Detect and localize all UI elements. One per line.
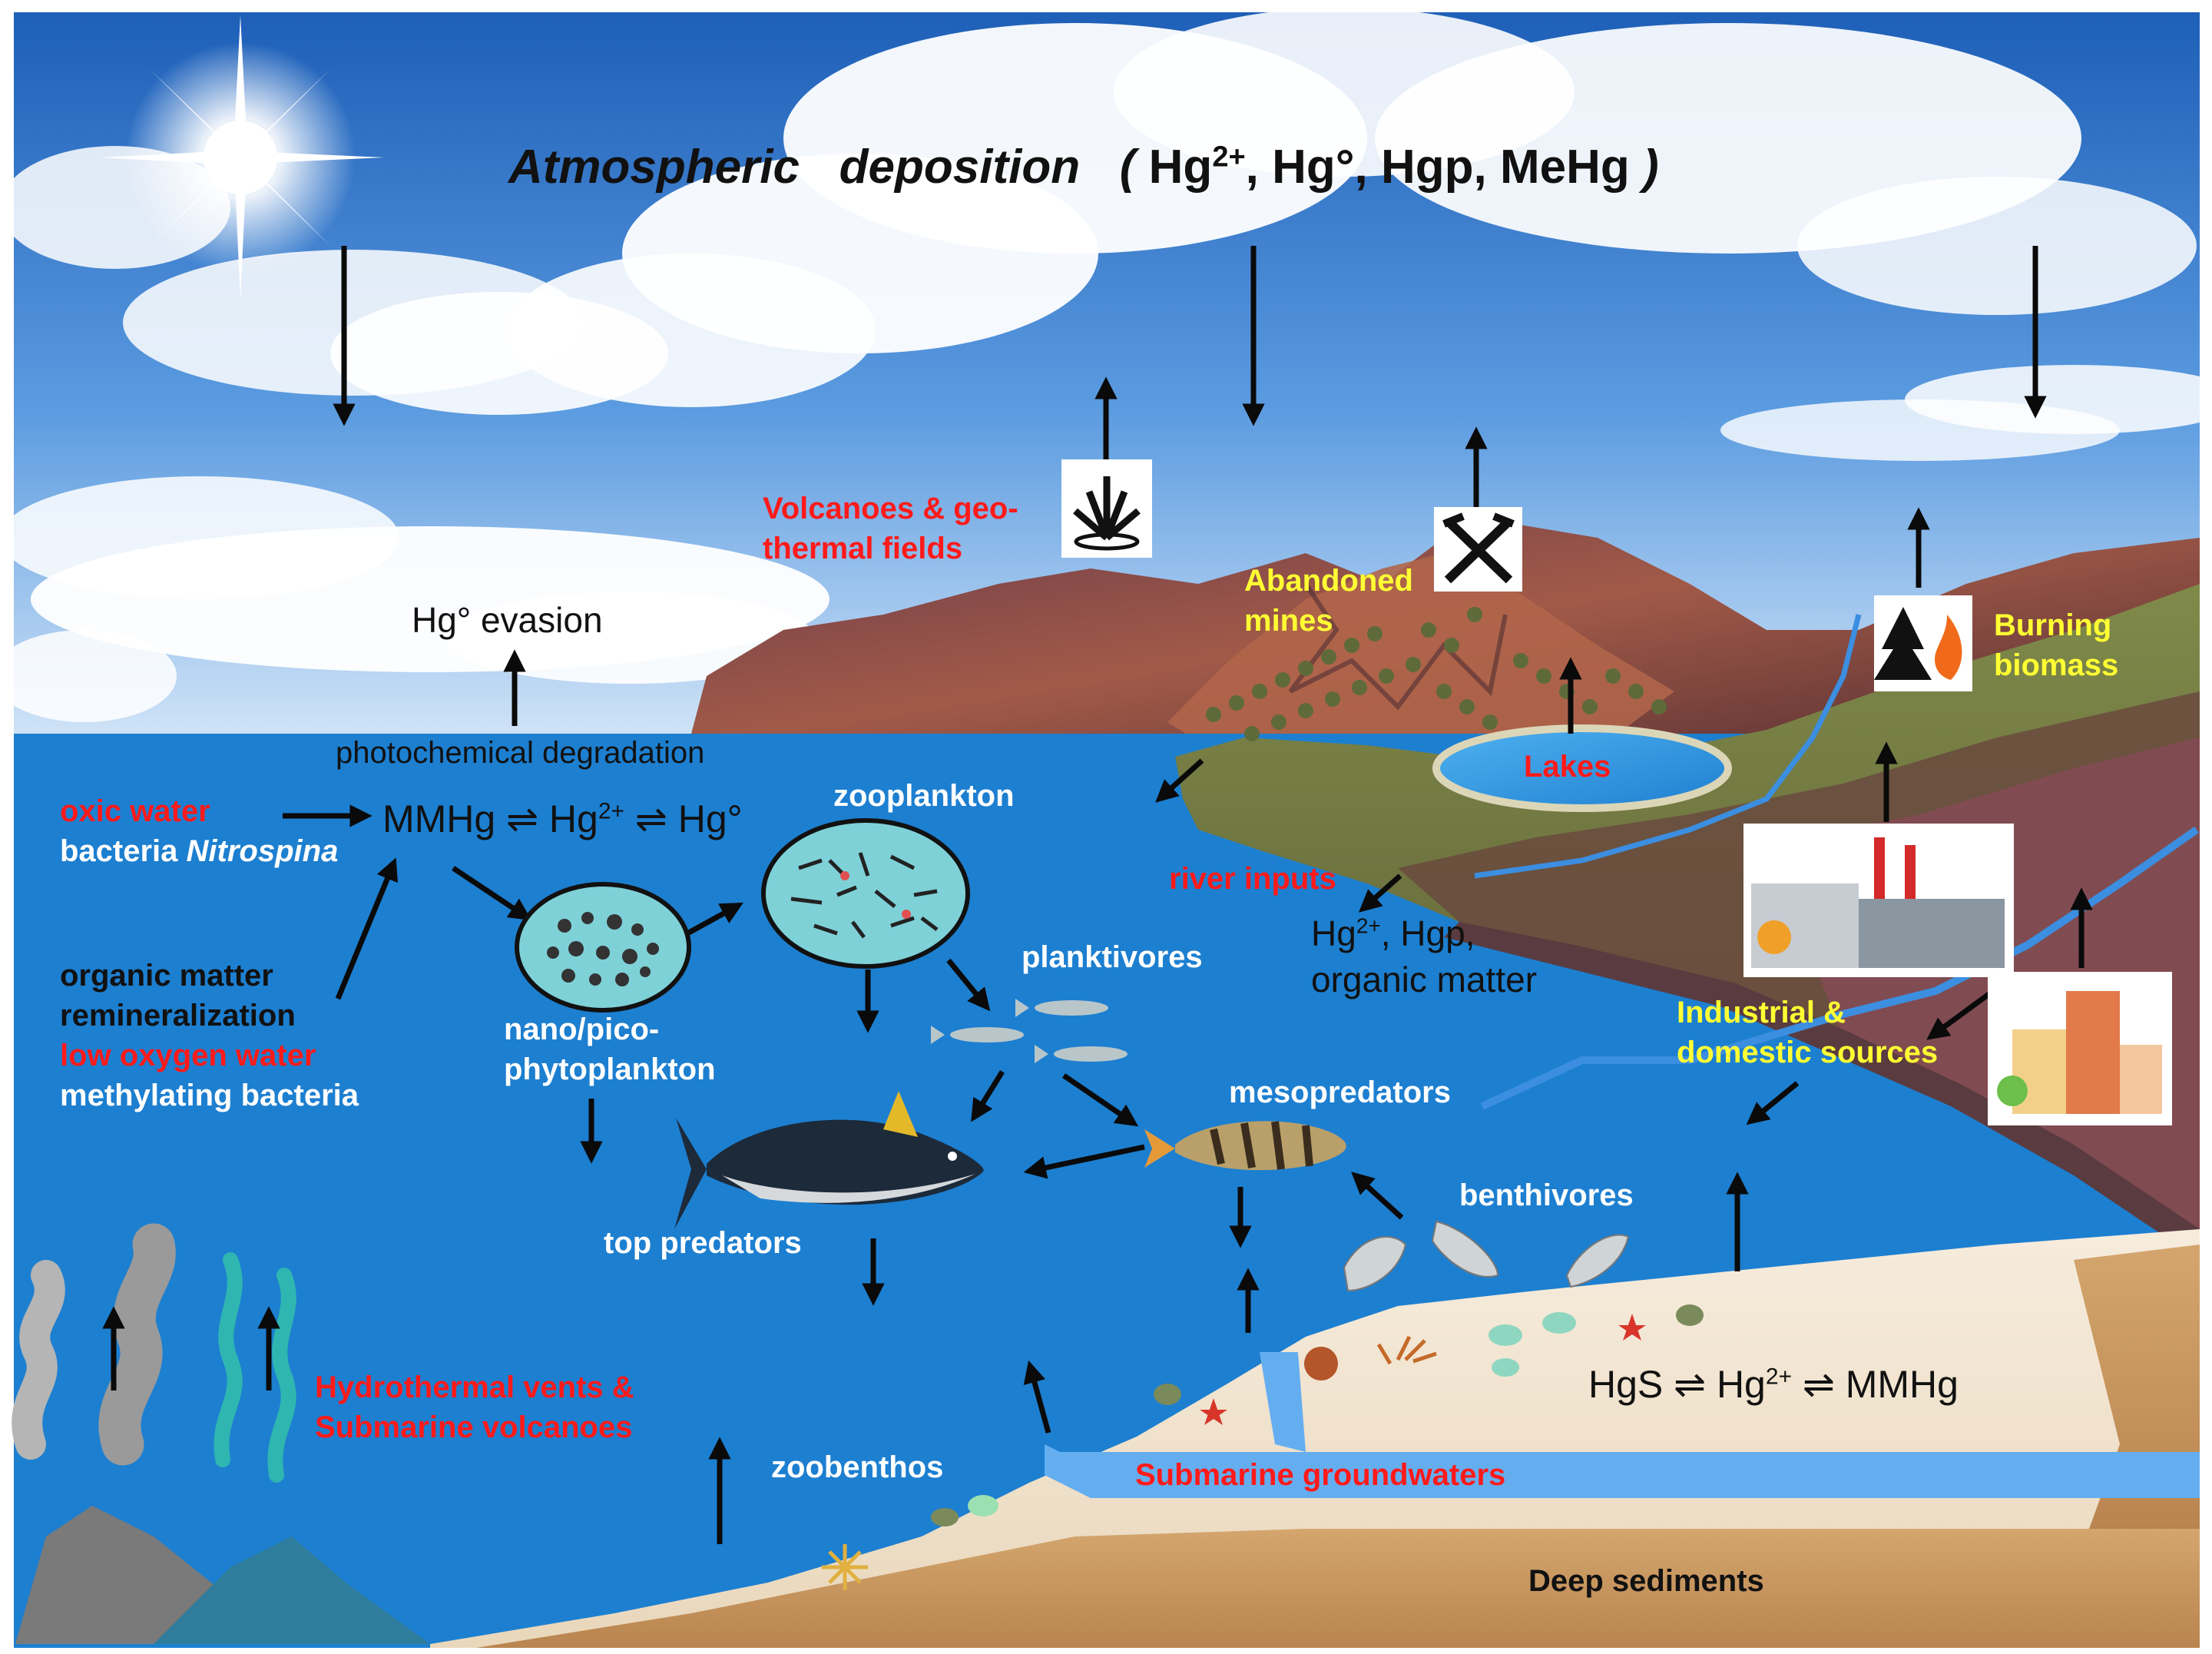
sediment-equation: HgS ⇌ Hg2+ ⇌ MMHg (1588, 1360, 1959, 1410)
volcanoes-line1: Volcanoes & geo- (763, 492, 1018, 525)
river-species-line2: organic matter (1311, 959, 1538, 999)
evasion-label: Hg° evasion (412, 600, 603, 640)
benthivores-label: benthivores (1459, 1178, 1634, 1212)
water-eq-a: MMHg ⇌ Hg (382, 797, 598, 840)
water-equation: MMHg ⇌ Hg2+ ⇌ Hg° (382, 794, 743, 844)
mines-line2: mines (1244, 604, 1333, 638)
biomass-line2: biomass (1994, 648, 2119, 682)
mine-pickaxe-icon (1434, 507, 1522, 592)
mmhg-to-phyto-arrow (452, 866, 532, 921)
factory-icon (1743, 824, 2014, 977)
geyser-icon (1061, 459, 1152, 558)
biomass-line1: Burning (1994, 608, 2112, 642)
burning-tree-icon (1874, 595, 1972, 691)
remineralization-arrow (335, 857, 398, 1000)
industrial-line2: domestic sources (1677, 1036, 1939, 1069)
zooplankton-label: zooplankton (833, 779, 1015, 813)
title-species-rest: , Hg°, Hgp, MeHg (1245, 141, 1630, 194)
hydrothermal-line1: Hydrothermal vents & (315, 1371, 634, 1404)
phytoplankton-icon (515, 882, 691, 1013)
river-outflow-arrow (1155, 758, 1204, 803)
clouds (0, 8, 2212, 722)
phyto-line1: nano/pico- (504, 1013, 660, 1046)
sediment-eq-sup: 2+ (1765, 1364, 1793, 1390)
industrial-to-sea-arrow (1926, 989, 1995, 1040)
river-inputs-label: river inputs (1169, 862, 1336, 896)
benthivore-fish (1343, 1220, 1630, 1292)
mines-line1: Abandoned (1244, 564, 1413, 598)
low-oxygen-label: low oxygen water (60, 1039, 316, 1072)
benthivores-to-meso-arrow (1351, 1172, 1404, 1220)
phyto-line2: phytoplankton (504, 1052, 716, 1086)
bacteria-prefix: bacteria (60, 834, 187, 868)
industrial-label: Industrial & domestic sources (1677, 993, 1938, 1072)
oxic-water-label: oxic water (60, 794, 210, 828)
river-input-arrow (1358, 873, 1402, 913)
hydrothermal-label: Hydrothermal vents & Submarine volcanoes (315, 1367, 634, 1447)
phyto-to-zoo-arrow (686, 902, 743, 936)
groundwater-channel (1045, 1444, 2200, 1498)
title-species-sup: 2+ (1212, 141, 1246, 174)
river-species-label: Hg2+, Hgp, organic matter (1311, 911, 1537, 1003)
domestic-to-sea-arrow (1746, 1081, 1800, 1125)
planktivore-fish (931, 999, 1128, 1063)
biomass-label: Burning biomass (1994, 605, 2118, 685)
water-eq-sup: 2+ (598, 798, 625, 824)
river-upper (1474, 614, 1862, 879)
submarine-volcanoes (12, 1223, 430, 1644)
lake (1432, 724, 1732, 812)
river-species-sup: 2+ (1356, 913, 1381, 938)
mines-label: Abandoned mines (1244, 561, 1413, 641)
fish-icon (674, 1091, 984, 1229)
river-species-line1: Hg2+, Hgp, (1311, 911, 1537, 957)
bacteria-name: Nitrospina (186, 834, 339, 868)
mesopredators-label: mesopredators (1229, 1076, 1451, 1109)
sun-icon (100, 15, 384, 300)
photochem-label: photochemical degradation (336, 736, 705, 770)
title-close-paren: ) (1642, 141, 1659, 194)
methylating-label: methylating bacteria (60, 1079, 359, 1112)
remin-line1: organic matter (60, 959, 273, 993)
water-eq-b: ⇌ Hg° (624, 797, 743, 840)
benthos-creatures (822, 1304, 1704, 1590)
planktivores-label: planktivores (1022, 940, 1203, 974)
volcanoes-line2: thermal fields (763, 532, 963, 565)
flux-arrows (102, 246, 2093, 1544)
groundwater-seep (1260, 1352, 1306, 1452)
groundwaters-label: Submarine groundwaters (1135, 1458, 1506, 1492)
title-italic-2: deposition (839, 141, 1081, 194)
zooplankton-icon (761, 818, 970, 969)
meso-to-top-arrow (1023, 1144, 1145, 1179)
mine-terraces (1206, 607, 1667, 741)
title-open-paren: ( (1119, 141, 1136, 194)
remineralization-label: organic matter remineralization (60, 956, 296, 1036)
title-italic-1: Atmospheric (508, 141, 800, 194)
zoo-to-planktivores-arrow (946, 958, 991, 1012)
lakes-label: Lakes (1524, 750, 1611, 784)
title-species-hg: Hg (1148, 141, 1213, 194)
planktivores-to-top-arrow (971, 1070, 1005, 1122)
bacteria-label: bacteria Nitrospina (60, 831, 338, 871)
deep-sediment-layer (476, 1529, 2200, 1648)
remin-line2: remineralization (60, 999, 296, 1033)
zoobenthos-label: zoobenthos (771, 1450, 944, 1484)
river-species-rest: , Hgp, (1380, 913, 1475, 953)
top-predators-label: top predators (604, 1226, 802, 1260)
mesopredator-fish (1144, 1121, 1346, 1171)
sediment-eq-b: ⇌ MMHg (1792, 1363, 1959, 1406)
phytoplankton-label: nano/pico- phytoplankton (504, 1009, 716, 1089)
river-species-hg: Hg (1311, 913, 1356, 953)
industrial-line1: Industrial & (1677, 996, 1846, 1029)
houses-icon (1988, 972, 2172, 1125)
planktivores-to-meso-arrow (1062, 1073, 1139, 1127)
volcanoes-label: Volcanoes & geo- thermal fields (763, 489, 1018, 568)
page-title: Atmospheric deposition ( Hg2+, Hg°, Hgp,… (508, 137, 1659, 199)
groundwater-up-arrow (1023, 1360, 1051, 1434)
deep-sediments-label: Deep sediments (1528, 1564, 1764, 1598)
sediment-eq-a: HgS ⇌ Hg (1588, 1363, 1766, 1406)
hydrothermal-line2: Submarine volcanoes (315, 1410, 633, 1444)
